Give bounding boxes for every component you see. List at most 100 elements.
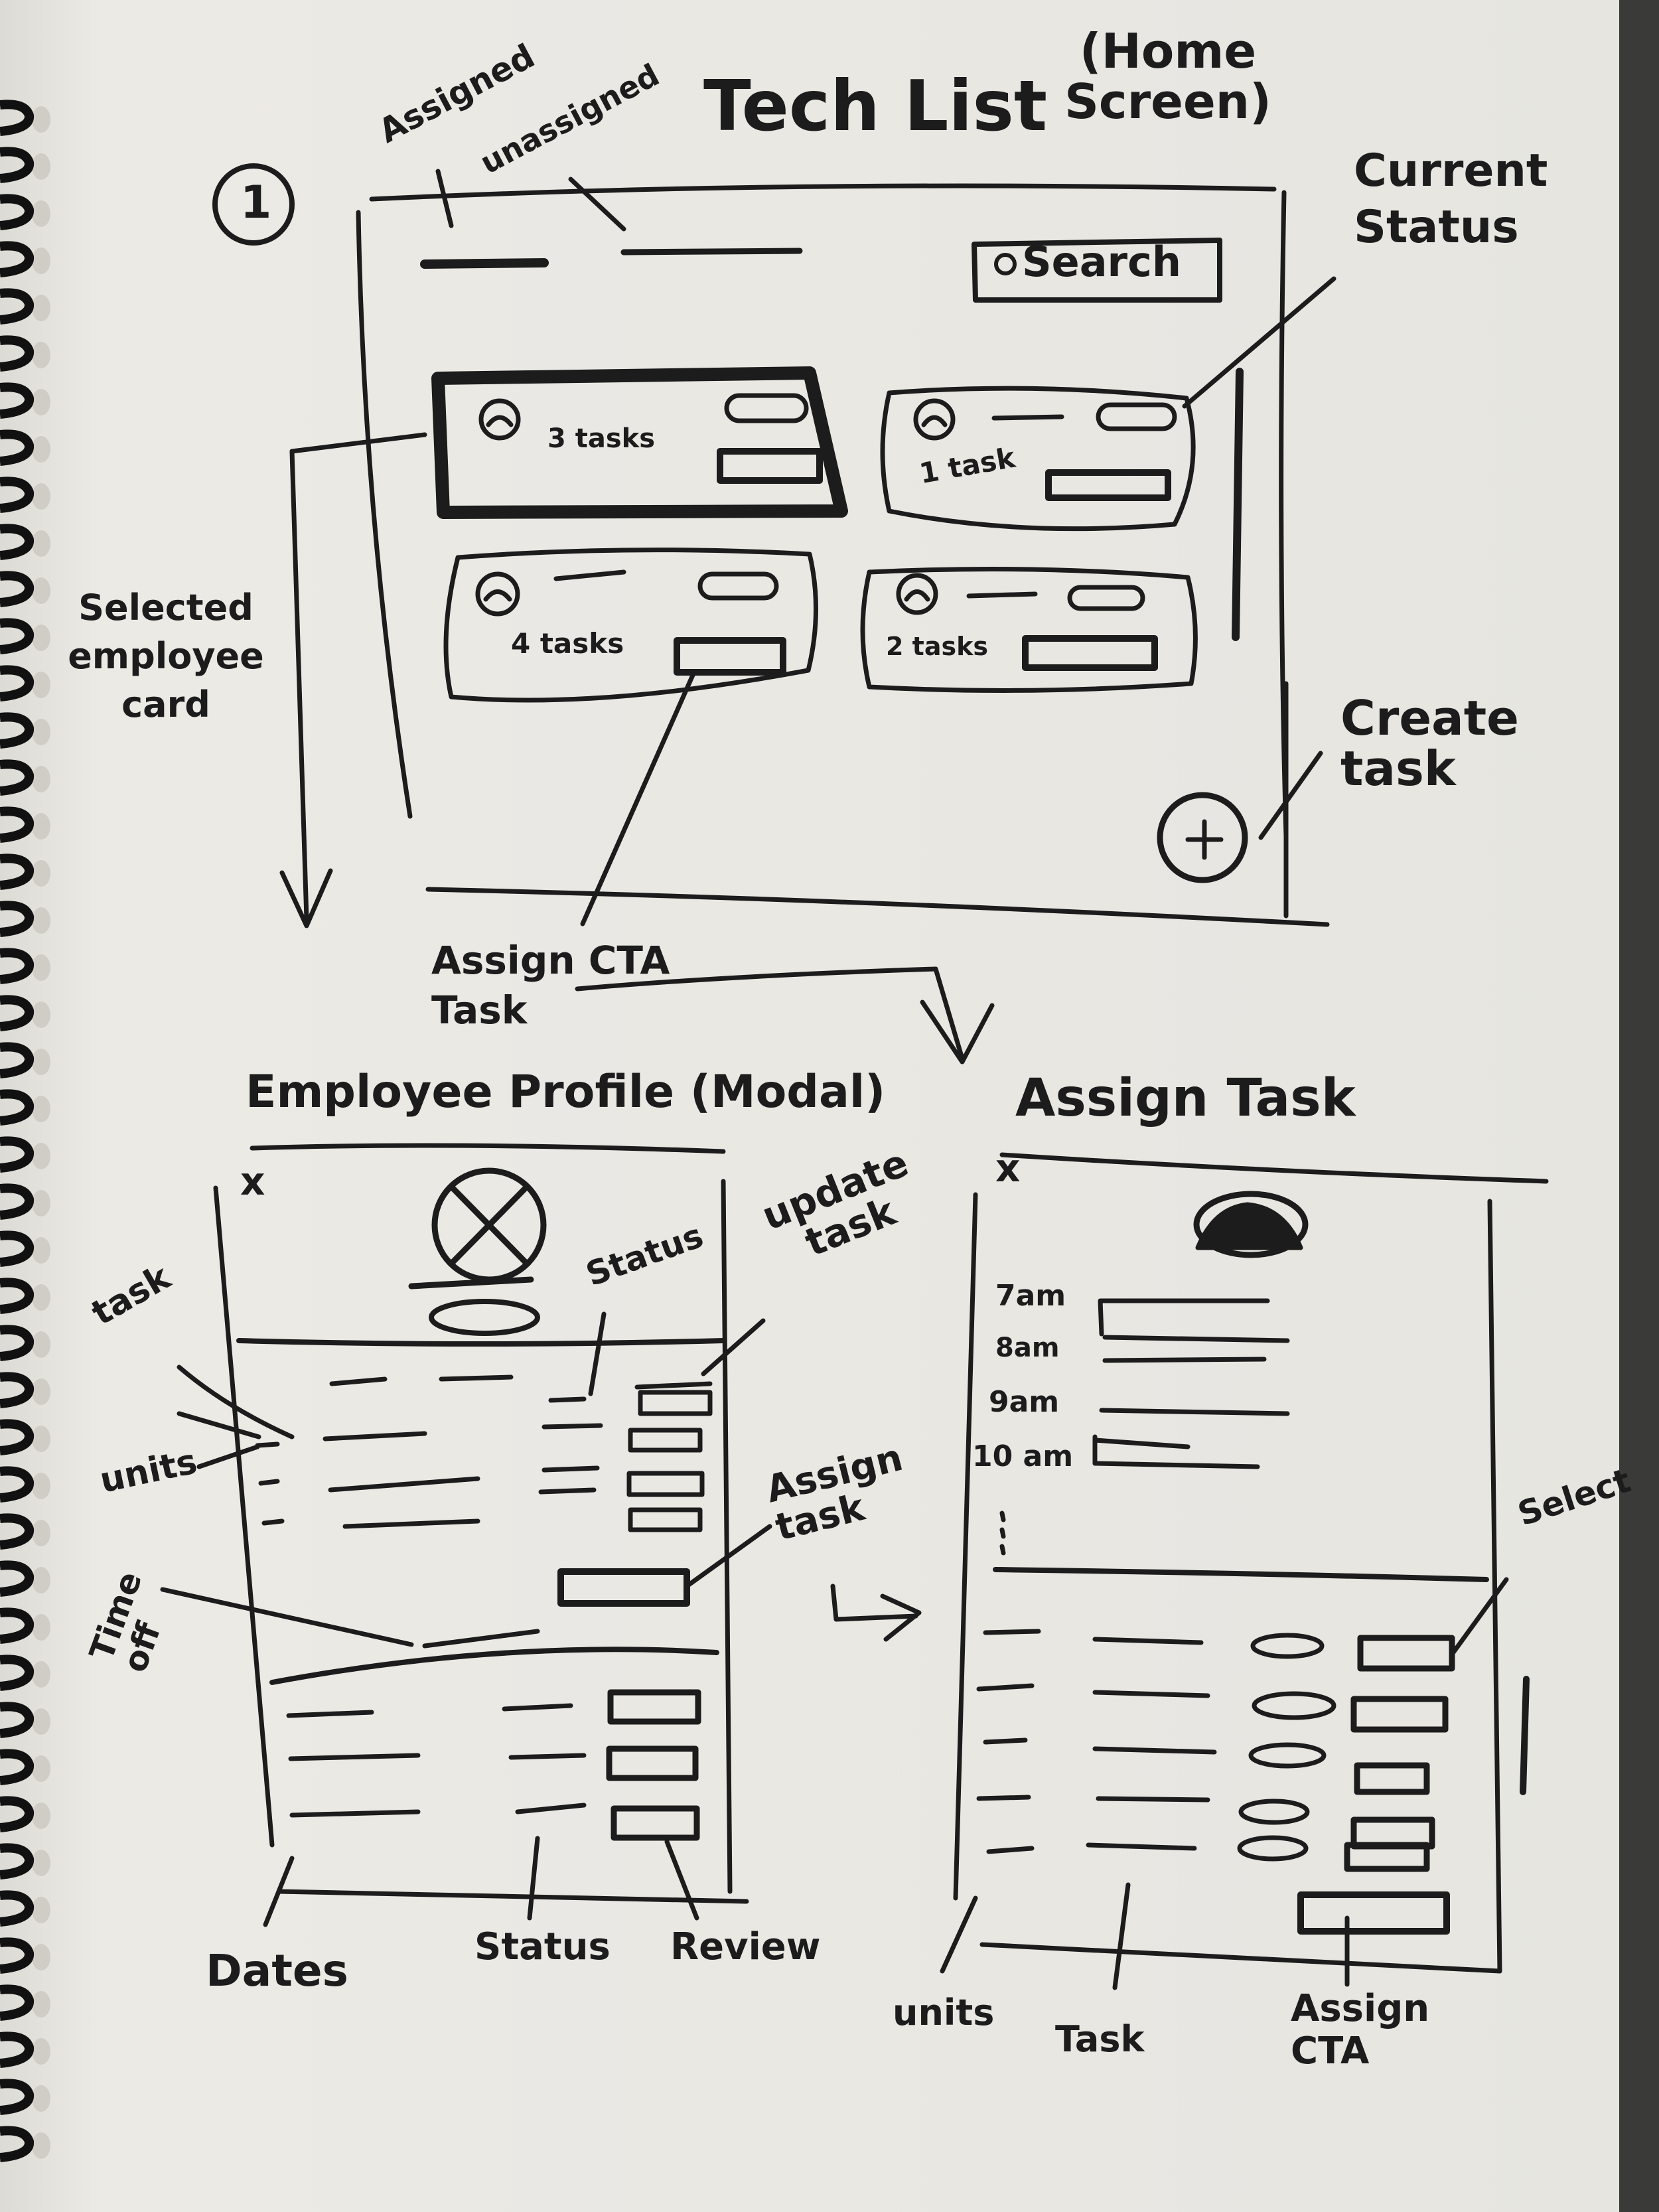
- binding-hole: [32, 1237, 50, 1264]
- time-10am: 10 am: [972, 1439, 1074, 1473]
- search-box: [972, 238, 1222, 303]
- binding-ring: [0, 1702, 34, 1738]
- annotation-status-bottom: Status: [474, 1925, 611, 1968]
- annotation-assign-cta: Assign CTA Task: [431, 938, 670, 1033]
- employee-card-2: [880, 386, 1196, 532]
- binding-hole: [32, 106, 50, 133]
- profile-close: x: [240, 1159, 265, 1204]
- binding-hole: [32, 1991, 50, 2018]
- assign-frame: [953, 1152, 1549, 1974]
- spiral-binding: [0, 100, 50, 2162]
- leader-create-task: [1258, 751, 1323, 840]
- binding-ring: [0, 429, 34, 466]
- binding-hole: [32, 1049, 50, 1075]
- binding-hole: [32, 766, 50, 792]
- annotation-units-assign: units: [893, 1992, 995, 2033]
- binding-hole: [32, 1520, 50, 1546]
- time-9am: 9am: [989, 1385, 1060, 1419]
- binding-ring: [0, 806, 34, 843]
- assign-cta-button: [1297, 1891, 1450, 1935]
- home-title: Tech List: [703, 66, 1048, 147]
- assign-avatar: [1193, 1191, 1309, 1258]
- binding-ring: [0, 1607, 34, 1644]
- leader-dates: [263, 1856, 295, 1927]
- binding-hole: [32, 1096, 50, 1122]
- binding-ring: [0, 1796, 34, 1832]
- create-task-fab: [1157, 792, 1248, 883]
- profile-frame: [213, 1143, 749, 1904]
- status-pill: [429, 1299, 540, 1336]
- binding-ring: [0, 948, 34, 984]
- binding-hole: [32, 530, 50, 557]
- binding-hole: [32, 1331, 50, 1358]
- leader-units: [940, 1895, 978, 1974]
- assign-close: x: [995, 1145, 1021, 1191]
- employee-card-3: [443, 548, 818, 703]
- binding-hole: [32, 1378, 50, 1405]
- binding-ring: [0, 1655, 34, 1691]
- binding-hole: [32, 1190, 50, 1217]
- binding-ring: [0, 665, 34, 701]
- arrow-to-assign: [575, 966, 995, 1065]
- binding-hole: [32, 1473, 50, 1499]
- step-number-circle: [212, 163, 295, 246]
- time-off-rows: [286, 1689, 701, 1841]
- annotation-dates: Dates: [206, 1945, 348, 1996]
- binding-ring: [0, 995, 34, 1031]
- arrow-profile-to-assign: [830, 1584, 922, 1642]
- binding-hole: [32, 153, 50, 180]
- binding-hole: [32, 342, 50, 368]
- binding-ring: [0, 618, 34, 654]
- annotation-current-status: Current Status: [1354, 145, 1548, 254]
- binding-hole: [32, 1426, 50, 1452]
- binding-hole: [32, 1944, 50, 1970]
- home-frame: [356, 183, 1330, 927]
- binding-ring: [0, 477, 34, 513]
- binding-ring: [0, 571, 34, 607]
- binding-hole: [32, 1850, 50, 1876]
- binding-hole: [32, 1567, 50, 1593]
- leader-units: [196, 1444, 260, 1469]
- binding-ring: [0, 2079, 34, 2115]
- binding-hole: [32, 1001, 50, 1028]
- binding-ring: [0, 2126, 34, 2162]
- binding-hole: [32, 907, 50, 934]
- leader-assign-cta: [580, 671, 696, 926]
- employee-card-selected: [431, 366, 848, 519]
- binding-hole: [32, 1803, 50, 1829]
- annotation-review: Review: [670, 1925, 821, 1968]
- binding-hole: [32, 2085, 50, 2112]
- binding-hole: [32, 295, 50, 321]
- unit-rows: [976, 1629, 1455, 1872]
- leader-status-top: [588, 1311, 607, 1396]
- binding-hole: [32, 483, 50, 510]
- home-title-paren: (Home Screen): [1064, 23, 1271, 129]
- binding-ring: [0, 1372, 34, 1408]
- binding-ring: [0, 1183, 34, 1220]
- binding-ring: [0, 524, 34, 560]
- binding-hole: [32, 2132, 50, 2159]
- binding-ring: [0, 1136, 34, 1173]
- search-icon: [994, 253, 1017, 275]
- time-7am: 7am: [995, 1279, 1066, 1313]
- binding-ring: [0, 1560, 34, 1597]
- leader-task: [1112, 1882, 1131, 1990]
- binding-ring: [0, 2031, 34, 2068]
- binding-ring: [0, 1325, 34, 1361]
- page-edge: [1619, 0, 1659, 2212]
- binding-ring: [0, 335, 34, 372]
- assign-title: Assign Task: [1015, 1069, 1356, 1128]
- annotation-selected-card: Selected employee card: [68, 587, 264, 725]
- binding-hole: [32, 2038, 50, 2065]
- leader-assign-task: [684, 1524, 772, 1589]
- leader-status-bottom: [527, 1836, 540, 1921]
- annotation-assign-cta-bottom: Assign CTA: [1291, 1987, 1430, 2073]
- binding-hole: [32, 1755, 50, 1782]
- arrow-to-profile: [279, 449, 333, 928]
- leader-time-off: [160, 1587, 540, 1649]
- leader-update-task: [701, 1318, 766, 1376]
- binding-hole: [32, 672, 50, 698]
- binding-ring: [0, 901, 34, 937]
- annotation-task-assign: Task: [1055, 2018, 1145, 2060]
